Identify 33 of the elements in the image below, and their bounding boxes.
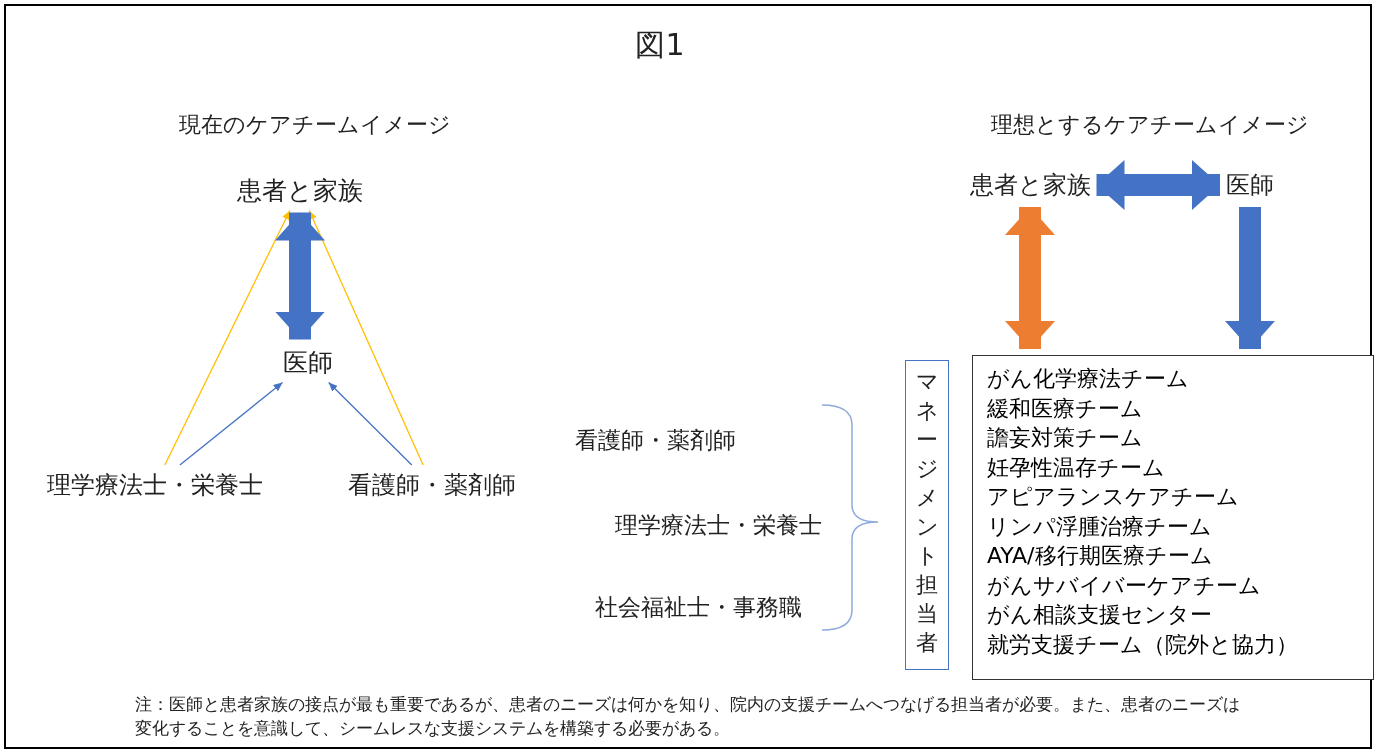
arrow <box>179 381 284 466</box>
team-name: AYA/移行期医療チーム <box>987 542 1213 570</box>
note-text: 注：医師と患者家族の接点が最も重要であるが、患者のニーズは何かを知り、院内の支援チームへつなげる担当者が必要。また、患者のニーズは変化することを意識して、シームレスな支援システムを構築する必要がある。 <box>135 693 1241 740</box>
role-label: 医師 <box>283 345 333 379</box>
role-label: 患者と家族 <box>237 173 363 207</box>
arrow <box>308 209 424 466</box>
team-name: 譫妄対策チーム <box>987 424 1143 452</box>
role-label: 看護師・薬剤師 <box>574 424 736 456</box>
section-heading: 理想とするケアチームイメージ <box>991 111 1309 139</box>
arrow <box>328 381 413 466</box>
team-name: アピアランスケアチーム <box>987 483 1239 511</box>
section-heading: 現在のケアチームイメージ <box>179 111 451 139</box>
manager-box: マネージメント担当者 <box>905 360 949 670</box>
role-label: 患者と家族 <box>969 169 1091 201</box>
team-name: がんサバイバーケアチーム <box>987 571 1261 600</box>
role-label: 医師 <box>1226 169 1274 201</box>
block-arrow <box>1005 207 1055 349</box>
team-name: リンパ浮腫治療チーム <box>987 512 1212 541</box>
role-label: 社会福祉士・事務職 <box>594 591 802 623</box>
block-arrow <box>1096 160 1220 210</box>
team-list-box <box>972 355 1374 680</box>
block-arrow <box>275 212 325 340</box>
role-label: 看護師・薬剤師 <box>348 469 516 501</box>
team-name: がん化学療法チーム <box>987 365 1189 393</box>
role-label: 理学療法士・栄養士 <box>614 509 822 541</box>
team-name: がん相談支援センター <box>987 601 1212 629</box>
arrow <box>164 209 291 466</box>
team-name: 就労支援チーム（院外と協力） <box>987 630 1298 659</box>
block-arrow <box>1225 207 1275 349</box>
role-label: 理学療法士・栄養士 <box>47 469 263 501</box>
team-name: 妊孕性温存チーム <box>987 453 1165 482</box>
team-name: 緩和医療チーム <box>987 394 1143 423</box>
figure-title: 図1 <box>635 25 685 64</box>
